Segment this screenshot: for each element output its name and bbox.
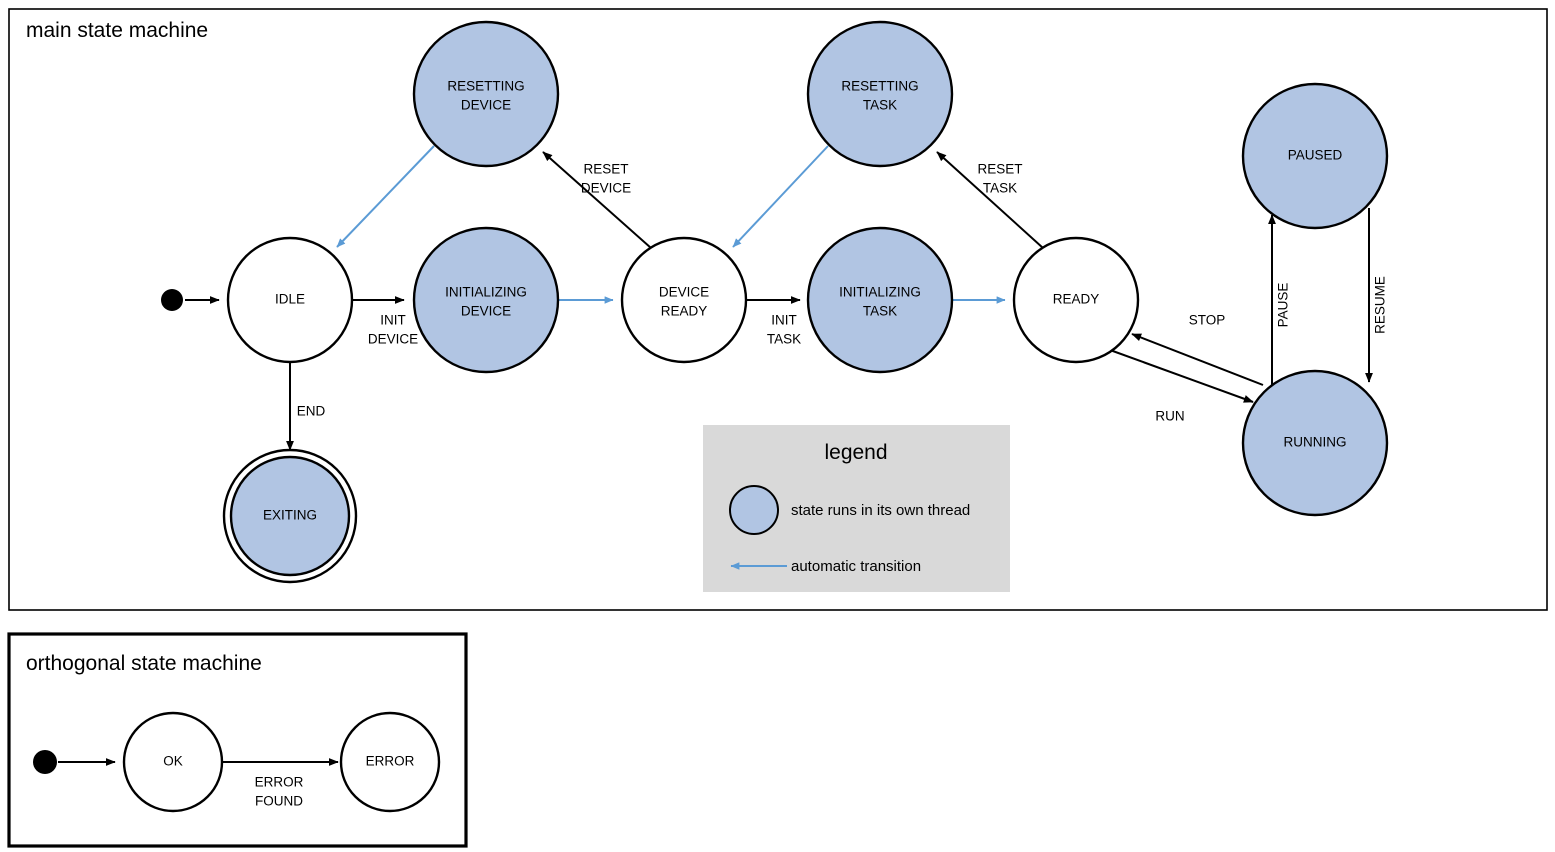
state-label-resetting-device-line1: RESETTING xyxy=(447,79,524,94)
state-label-resetting-device-line2: DEVICE xyxy=(461,98,511,113)
state-label-ready: READY xyxy=(1053,292,1100,307)
edge-label-reset-task-line1: RESET xyxy=(977,162,1022,177)
edge-label-init-task-line1: INIT xyxy=(771,313,797,328)
main-frame-title: main state machine xyxy=(26,19,208,42)
state-initializing-device[interactable] xyxy=(412,226,560,374)
state-label-initializing-task-line2: TASK xyxy=(863,304,897,319)
edge-label-resume: RESUME xyxy=(1373,276,1388,334)
state-ready[interactable] xyxy=(1012,236,1140,364)
orthogonal-state-machine-frame xyxy=(7,632,468,848)
legend-threaded-state-swatch xyxy=(729,485,779,535)
state-label-initializing-device-line2: DEVICE xyxy=(461,304,511,319)
edge-label-run: RUN xyxy=(1155,409,1184,424)
edge-resetting-device-to-idle xyxy=(336,145,435,248)
initial-state-dot-orthogonal xyxy=(33,750,57,774)
state-device-ready[interactable] xyxy=(620,236,748,364)
state-ok[interactable] xyxy=(122,711,224,813)
state-label-initializing-task-line1: INITIALIZING xyxy=(839,285,921,300)
edge-label-pause: PAUSE xyxy=(1276,283,1291,328)
edge-label-reset-device-line2: DEVICE xyxy=(581,181,631,196)
edge-device-ready-to-resetting-device xyxy=(542,151,652,249)
state-label-device-ready-line1: DEVICE xyxy=(659,285,709,300)
edge-ready-to-resetting-task xyxy=(936,151,1044,249)
edge-label-end: END xyxy=(297,404,326,419)
state-label-resetting-task-line1: RESETTING xyxy=(841,79,918,94)
state-label-idle: IDLE xyxy=(275,292,305,307)
edge-label-init-task-line2: TASK xyxy=(767,332,801,347)
state-label-initializing-device-line1: INITIALIZING xyxy=(445,285,527,300)
edge-label-init-device-line1: INIT xyxy=(380,313,406,328)
state-resetting-task[interactable] xyxy=(806,20,954,168)
main-state-machine-frame xyxy=(8,8,1548,611)
state-label-device-ready-line2: READY xyxy=(661,304,708,319)
state-initializing-task[interactable] xyxy=(806,226,954,374)
state-label-ok: OK xyxy=(163,754,183,769)
legend-threaded-state-label: state runs in its own thread xyxy=(791,502,970,519)
state-label-resetting-task-line2: TASK xyxy=(863,98,897,113)
state-label-error: ERROR xyxy=(366,754,415,769)
state-label-exiting: EXITING xyxy=(263,508,317,523)
state-label-running: RUNNING xyxy=(1284,435,1347,450)
state-running[interactable] xyxy=(1241,369,1389,517)
initial-state-dot xyxy=(161,289,183,311)
state-label-paused: PAUSED xyxy=(1288,148,1343,163)
edge-label-error-found-line1: ERROR xyxy=(255,775,304,790)
edge-label-reset-task-line2: TASK xyxy=(983,181,1017,196)
state-paused[interactable] xyxy=(1241,82,1389,230)
edge-ready-to-running xyxy=(1109,349,1254,403)
edge-label-error-found-line2: FOUND xyxy=(255,794,303,809)
state-error[interactable] xyxy=(339,711,441,813)
edge-label-stop: STOP xyxy=(1189,313,1226,328)
orthogonal-frame-title: orthogonal state machine xyxy=(26,652,262,675)
edge-label-reset-device-line1: RESET xyxy=(583,162,628,177)
edge-label-init-device-line2: DEVICE xyxy=(368,332,418,347)
state-idle[interactable] xyxy=(226,236,354,364)
legend-title: legend xyxy=(824,441,887,464)
state-exiting[interactable] xyxy=(229,455,351,577)
edge-running-to-ready xyxy=(1131,333,1264,386)
state-resetting-device[interactable] xyxy=(412,20,560,168)
edge-resetting-task-to-device-ready xyxy=(732,145,829,248)
legend-automatic-transition-label: automatic transition xyxy=(791,558,921,575)
